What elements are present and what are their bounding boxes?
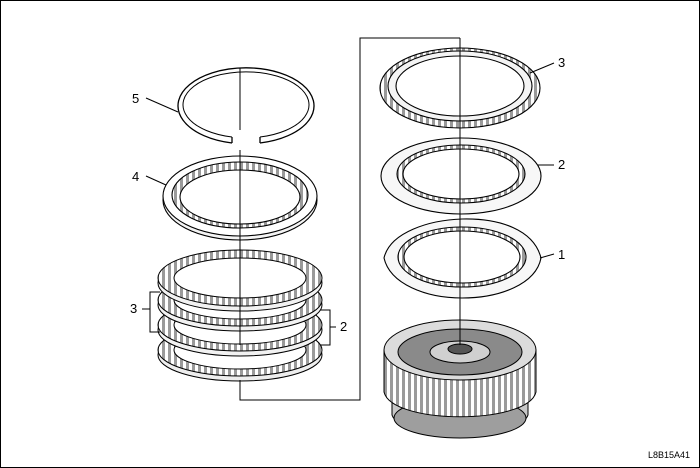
figure-id-label: L8B15A41 — [647, 450, 690, 460]
steel-plate — [380, 137, 542, 215]
callout-3-friction-plate: 3 — [558, 55, 566, 70]
callout-2-steel-stack: 2 — [340, 319, 348, 334]
clutch-drum-housing — [383, 319, 537, 439]
callout-4-backing-plate: 4 — [132, 169, 140, 184]
callout-5-snap-ring: 5 — [132, 91, 140, 106]
callout-3-friction-stack: 3 — [130, 301, 138, 316]
assembly-centerlines — [239, 37, 461, 401]
callout-1-waved-plate: 1 — [558, 247, 566, 262]
waved-plate — [383, 218, 542, 299]
snap-ring — [177, 67, 315, 144]
callout-leaders — [142, 62, 555, 346]
callout-2-steel-plate: 2 — [558, 157, 566, 172]
